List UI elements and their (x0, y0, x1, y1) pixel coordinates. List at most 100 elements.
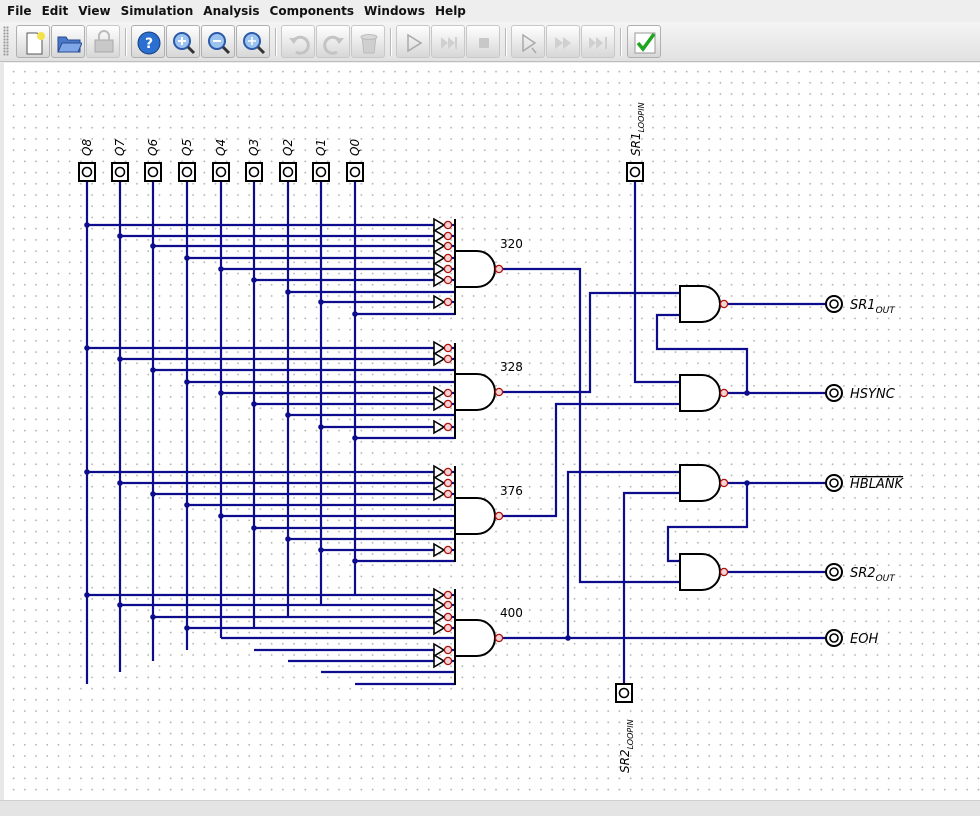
wire-junction (744, 480, 750, 486)
run-simulation-button[interactable] (396, 25, 430, 58)
wire-junction (285, 536, 291, 542)
wire-junction (84, 222, 90, 228)
output-label-sub: OUT (876, 574, 897, 584)
save-icon (94, 30, 114, 53)
run-to-break-button[interactable] (511, 25, 545, 58)
zoom-out-icon (208, 32, 231, 55)
run-fast-button[interactable] (546, 25, 580, 58)
inverter (433, 475, 446, 491)
inverter (433, 385, 446, 401)
nand-gate-400 (454, 619, 496, 657)
svg-text:?: ? (145, 36, 153, 52)
wire-junction (318, 424, 324, 430)
trash-icon (360, 34, 378, 54)
nand-gate-320 (454, 250, 496, 288)
gate-label-376: 376 (500, 484, 523, 498)
menu-view[interactable]: View (78, 4, 111, 18)
nand-hblank (679, 464, 721, 502)
stop-icon (479, 38, 489, 48)
wire-junction (218, 266, 224, 272)
wire-junction (184, 625, 190, 631)
inverter-bubble (443, 231, 453, 241)
nand-sr1 (679, 285, 721, 323)
inverter (433, 294, 446, 310)
menu-bar: File Edit View Simulation Analysis Compo… (0, 0, 980, 22)
menu-simulation[interactable]: Simulation (120, 4, 194, 18)
zoom-fit-button[interactable] (236, 25, 270, 58)
delete-button[interactable] (351, 25, 385, 58)
loop-input-sr2-ring (618, 687, 630, 699)
menu-analysis[interactable]: Analysis (203, 4, 260, 18)
zoom-fit-icon (243, 32, 266, 55)
nand-gate-328 (454, 373, 496, 411)
input-label-q2: Q2 (281, 139, 295, 156)
inverter (433, 261, 446, 277)
help-button[interactable]: ? (131, 25, 165, 58)
output-pin-ring (829, 633, 839, 643)
undo-button[interactable] (281, 25, 315, 58)
new-file-button[interactable] (16, 25, 50, 58)
inverter (433, 272, 446, 288)
step-icon (441, 37, 457, 49)
input-label-q4: Q4 (214, 139, 228, 156)
run-fastest-button[interactable] (581, 25, 615, 58)
input-label-q5: Q5 (180, 139, 194, 156)
inverter-bubble (443, 545, 453, 555)
gate-label-328: 328 (500, 360, 523, 374)
inverter (433, 597, 446, 613)
menu-help[interactable]: Help (435, 4, 466, 18)
inverter (433, 250, 446, 266)
step-simulation-button[interactable] (431, 25, 465, 58)
menu-components[interactable]: Components (269, 4, 355, 18)
inverter (433, 642, 446, 658)
gate-label-320: 320 (500, 237, 523, 251)
inverter-bubble (719, 299, 729, 309)
wire (503, 291, 680, 394)
stop-simulation-button[interactable] (466, 25, 500, 58)
zoom-out-button[interactable] (201, 25, 235, 58)
wire-junction (184, 502, 190, 508)
redo-button[interactable] (316, 25, 350, 58)
input-label-q1: Q1 (314, 139, 328, 156)
menu-windows[interactable]: Windows (364, 4, 426, 18)
zoom-in-button[interactable] (166, 25, 200, 58)
wire-junction (150, 367, 156, 373)
loop-input-sr1-ring (629, 166, 641, 178)
toolbar-grip[interactable] (3, 26, 9, 56)
wire-junction (150, 614, 156, 620)
input-pin-ring (248, 166, 260, 178)
inverter (433, 351, 446, 367)
output-pin-ring (829, 299, 839, 309)
input-label-q6: Q6 (146, 139, 160, 156)
output-label-hsync: HSYNC (850, 387, 896, 402)
inverter (433, 217, 446, 233)
nand-gate-376 (454, 497, 496, 535)
output-label-sr1: SR1OUT (850, 298, 896, 316)
wire (655, 313, 749, 393)
wire-junction (285, 412, 291, 418)
inverter-bubble (494, 387, 504, 397)
menu-file[interactable]: File (7, 4, 32, 18)
inverter-bubble (443, 656, 453, 666)
save-file-button[interactable] (86, 25, 120, 58)
inverter-bubble (494, 264, 504, 274)
wire-junction (565, 635, 571, 641)
inverter-bubble (443, 489, 453, 499)
inverter-bubble (443, 264, 453, 274)
inverter-bubble (443, 467, 453, 477)
wire-junction (117, 480, 123, 486)
new-file-icon (26, 32, 45, 55)
input-label-q7: Q7 (113, 139, 127, 156)
loop-input-sr1-label-sub: LOOPIN (637, 102, 646, 132)
menu-edit[interactable]: Edit (41, 4, 69, 18)
output-label-eoh: EOH (850, 632, 878, 647)
inverter-bubble (443, 590, 453, 600)
analyse-check-button[interactable] (627, 25, 661, 58)
wire (666, 483, 749, 563)
status-bar (0, 800, 980, 816)
open-file-button[interactable] (51, 25, 85, 58)
wire-junction (318, 547, 324, 553)
